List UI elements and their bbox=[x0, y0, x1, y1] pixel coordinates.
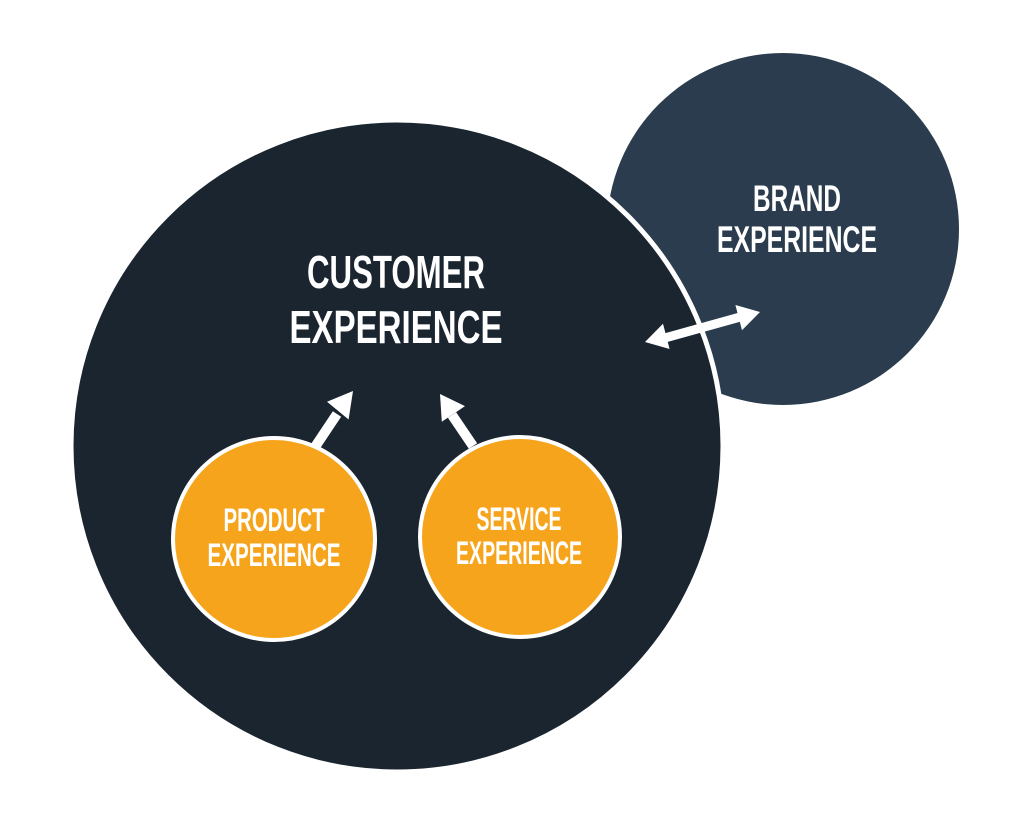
double-arrow-left-head bbox=[645, 323, 670, 349]
customer-experience-circle bbox=[68, 117, 726, 775]
customer-label-line2: EXPERIENCE bbox=[290, 301, 503, 353]
double-arrow-shaft bbox=[661, 312, 744, 343]
product-arrow-head bbox=[327, 391, 353, 420]
service-to-customer-arrow bbox=[440, 394, 478, 449]
product-label-line2: EXPERIENCE bbox=[208, 537, 341, 573]
customer-label-line1: CUSTOMER bbox=[307, 246, 485, 298]
double-arrow-right-head bbox=[735, 305, 760, 331]
product-experience-circle bbox=[171, 436, 377, 642]
customer-brand-double-arrow bbox=[645, 305, 760, 349]
service-arrow-shaft bbox=[447, 412, 478, 449]
product-label-line1: PRODUCT bbox=[224, 502, 325, 538]
service-label-line2: EXPERIENCE bbox=[456, 535, 582, 571]
service-label-line1: SERVICE bbox=[477, 501, 562, 537]
product-to-customer-arrow bbox=[310, 391, 353, 450]
product-arrow-shaft bbox=[310, 411, 342, 450]
brand-label-line1: BRAND bbox=[753, 178, 841, 219]
service-arrow-head bbox=[440, 394, 465, 422]
service-experience-circle bbox=[418, 435, 622, 639]
brand-label-line2: EXPERIENCE bbox=[717, 219, 877, 260]
